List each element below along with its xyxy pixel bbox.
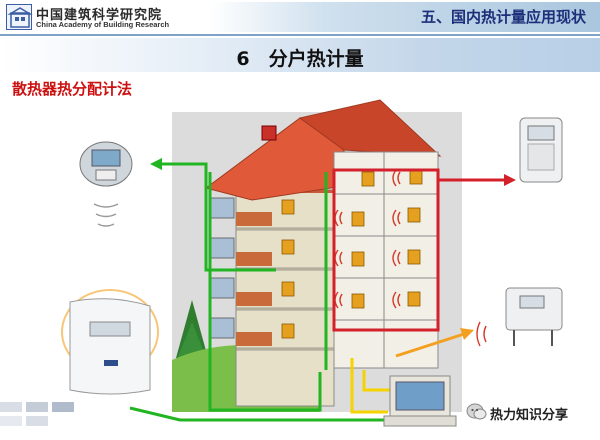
building-logo-icon (6, 4, 33, 30)
header-divider (0, 34, 600, 36)
green-pipe-lines (129, 162, 386, 422)
decorative-blocks (0, 402, 74, 426)
org-name-en: China Academy of Building Research (36, 20, 170, 29)
slide-subtitle: 散热器热分配计法 (12, 80, 133, 98)
radiator-icons (281, 169, 423, 339)
left-building-block (209, 189, 335, 407)
slide-title: 6 分户热计量 (236, 48, 364, 70)
org-name-cn: 中国建筑科学研究院 (36, 8, 163, 23)
header-gradient (210, 2, 600, 32)
watermark-text: 热力知识分享 (490, 408, 569, 423)
wechat-icon (466, 403, 487, 420)
right-building-block (333, 151, 439, 369)
section-title: 五、国内热计量应用现状 (420, 8, 586, 26)
heat-distributor-icon (61, 289, 159, 395)
watermark: 热力知识分享 (462, 399, 596, 425)
yellow-data-line (350, 358, 392, 414)
controller-device-icon (476, 287, 563, 347)
room-thermostat-icon (519, 117, 563, 183)
header-bar: 中国建筑科学研究院 China Academy of Building Rese… (0, 0, 600, 34)
title-band (0, 38, 600, 72)
computer-icon (383, 375, 457, 427)
heat-meter-icon (79, 141, 133, 227)
red-signal-line (332, 168, 508, 332)
